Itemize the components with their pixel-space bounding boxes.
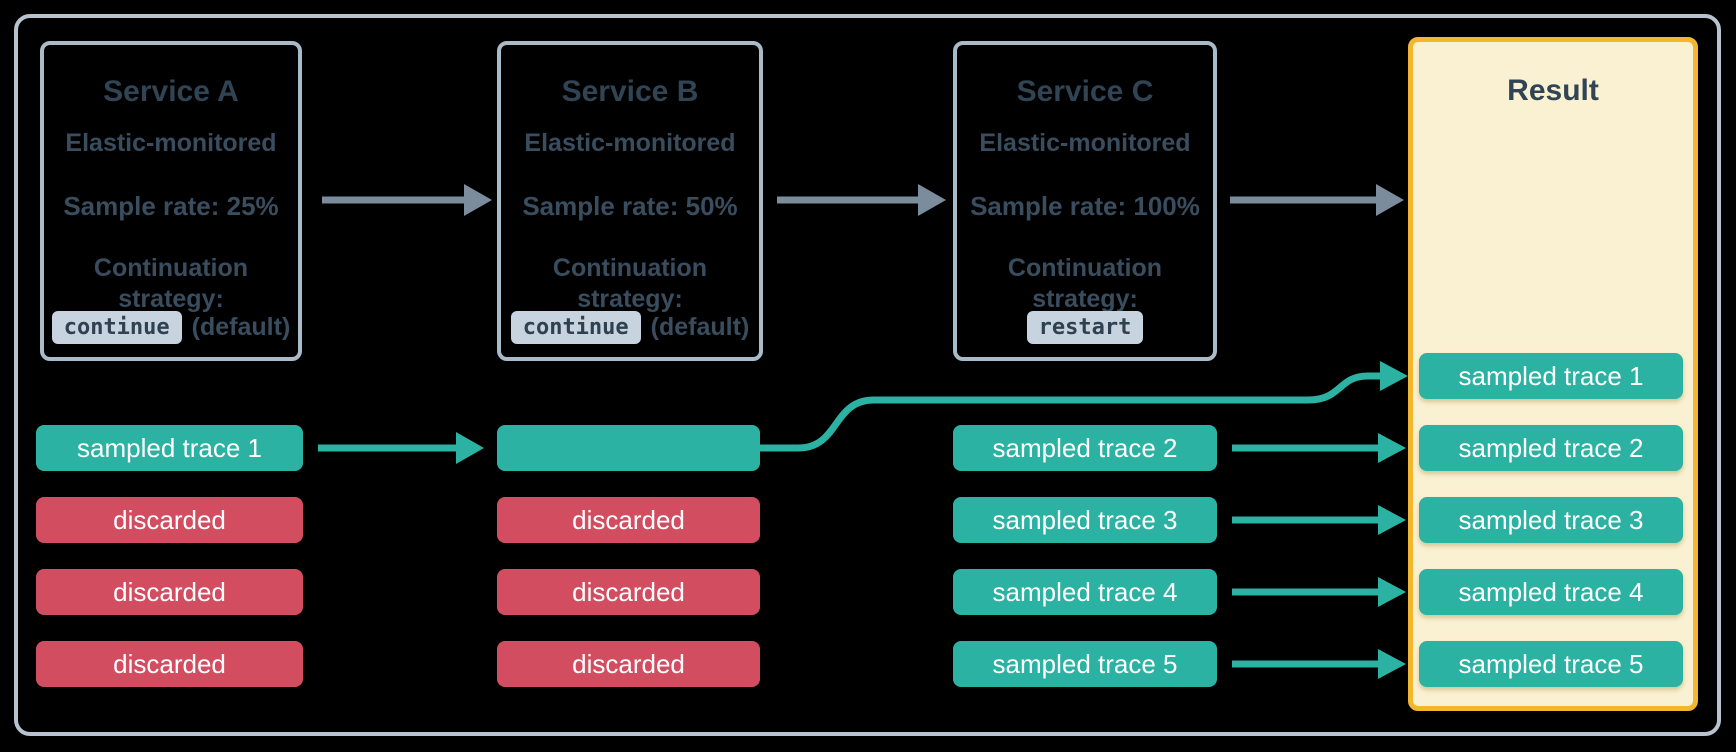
result-sampled-trace-pill: sampled trace 3: [1419, 497, 1683, 543]
service-c-subtitle: Elastic-monitored: [979, 129, 1191, 157]
service-a-strategy-label: Continuation strategy:: [93, 254, 249, 313]
result-sampled-trace-pill: sampled trace 4: [1419, 569, 1683, 615]
lane-c-sampled-trace-pill: sampled trace 5: [953, 641, 1217, 687]
service-c-sample-rate: Sample rate: 100%: [970, 191, 1200, 221]
lane-b-discarded-pill: discarded: [497, 569, 760, 615]
lane-a-discarded-pill: discarded: [36, 497, 303, 543]
service-b-title: Service B: [561, 75, 699, 108]
service-c-title: Service C: [1016, 75, 1154, 108]
service-b-strategy-suffix: (default): [650, 313, 750, 341]
lane-c-sampled-trace-pill: sampled trace 3: [953, 497, 1217, 543]
lane-c-sampled-trace-pill: sampled trace 4: [953, 569, 1217, 615]
service-c-strategy-label: Continuation strategy:: [1007, 254, 1163, 313]
service-a-sample-rate: Sample rate: 25%: [63, 191, 279, 221]
service-b-strategy-chip: continue: [510, 311, 641, 344]
lane-a-sampled-trace-pill: sampled trace 1: [36, 425, 303, 471]
outer-frame: [14, 14, 1721, 736]
lane-b-sampled-trace-pill: [497, 425, 760, 471]
lane-b-discarded-pill: discarded: [497, 641, 760, 687]
service-a-strategy-suffix: (default): [191, 313, 291, 341]
service-b-sample-rate: Sample rate: 50%: [522, 191, 738, 221]
result-sampled-trace-pill: sampled trace 1: [1419, 353, 1683, 399]
lane-b-discarded-pill: discarded: [497, 497, 760, 543]
service-a-subtitle: Elastic-monitored: [65, 129, 277, 157]
service-a-strategy-value-row: continue (default): [44, 311, 298, 344]
lane-a-discarded-pill: discarded: [36, 569, 303, 615]
service-c-strategy-chip: restart: [1026, 311, 1144, 344]
result-sampled-trace-pill: sampled trace 2: [1419, 425, 1683, 471]
service-c-strategy-value-row: restart: [957, 311, 1213, 344]
service-a-box: Service A Elastic-monitored Sample rate:…: [40, 41, 302, 361]
lane-a-discarded-pill: discarded: [36, 641, 303, 687]
lane-c-sampled-trace-pill: sampled trace 2: [953, 425, 1217, 471]
service-b-strategy-label: Continuation strategy:: [552, 254, 708, 313]
service-b-subtitle: Elastic-monitored: [524, 129, 736, 157]
service-b-strategy-value-row: continue (default): [501, 311, 759, 344]
service-b-box: Service B Elastic-monitored Sample rate:…: [497, 41, 763, 361]
result-title: Result: [1507, 74, 1599, 107]
service-a-title: Service A: [103, 75, 239, 108]
service-c-box: Service C Elastic-monitored Sample rate:…: [953, 41, 1217, 361]
result-sampled-trace-pill: sampled trace 5: [1419, 641, 1683, 687]
service-a-strategy-chip: continue: [51, 311, 182, 344]
